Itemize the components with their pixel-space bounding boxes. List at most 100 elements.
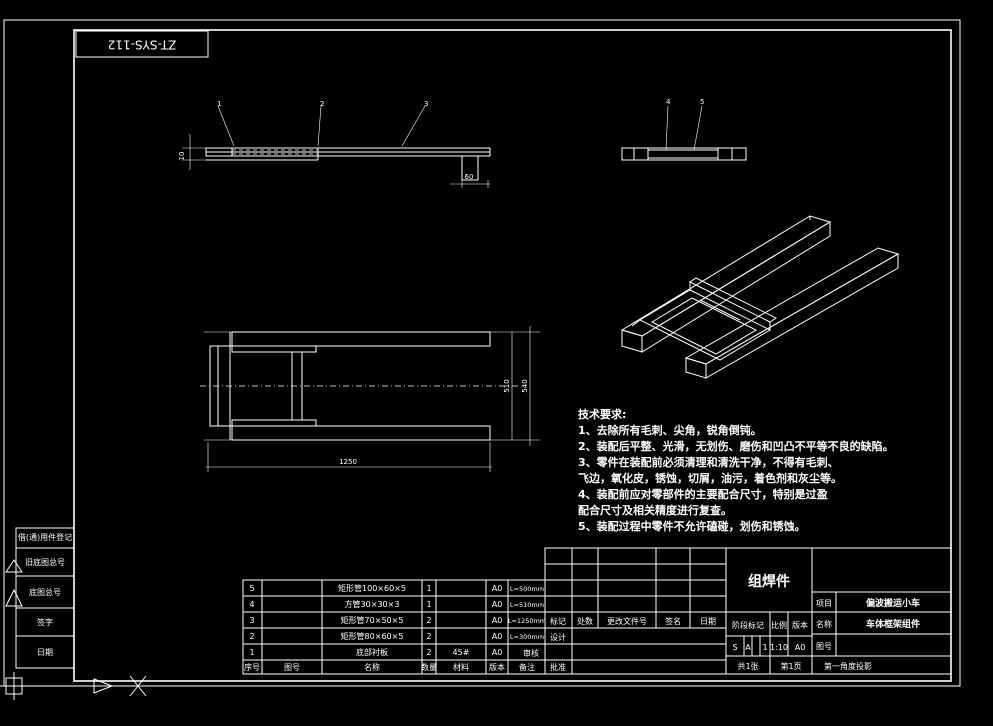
strip-label-5: 日期 bbox=[37, 648, 53, 657]
bom-material: 45# bbox=[453, 648, 470, 657]
bom-header-qty: 数量 bbox=[421, 662, 437, 672]
registration-marks bbox=[0, 672, 147, 700]
name-label: 名称 bbox=[816, 619, 832, 629]
bom-header-no: 序号 bbox=[244, 662, 260, 672]
bom-row-3: 3 矩形管70×50×5 2 A0 L=1250mm bbox=[249, 615, 546, 625]
bom-note: L=500mm bbox=[510, 585, 544, 593]
bom-header-note: 备注 bbox=[519, 662, 535, 672]
rev-header-sign: 签名 bbox=[665, 616, 681, 626]
bom-qty: 1 bbox=[426, 584, 431, 593]
drawing-code-box bbox=[75, 30, 209, 58]
bom-header-name: 名称 bbox=[364, 662, 380, 672]
bom-name: 矩形管70×50×5 bbox=[341, 615, 404, 625]
bom-header-version: 版本 bbox=[489, 662, 505, 672]
drawing-code: ZT-SYS-112 bbox=[108, 38, 177, 52]
tech-requirements: 技术要求: 1、去除所有毛刺、尖角，锐角倒钝。 2、装配后平整、光滑，无划伤、磨… bbox=[578, 407, 894, 533]
bom-note: L=510mm bbox=[510, 601, 544, 609]
bom-note: L=300mm bbox=[510, 633, 544, 641]
dim-width-inner: 510 bbox=[503, 379, 511, 392]
callout-4: 4 bbox=[666, 98, 671, 106]
tech-title: 技术要求: bbox=[578, 407, 626, 421]
label-approve: 批准 bbox=[550, 662, 566, 672]
bom-no: 3 bbox=[249, 616, 254, 625]
dim-width-outer: 540 bbox=[521, 379, 529, 392]
bom-scale: A0 bbox=[492, 632, 503, 641]
name-value: 车体框架组件 bbox=[866, 618, 920, 630]
bom-no: 2 bbox=[249, 632, 254, 641]
bom-row-2: 2 矩形管80×60×5 2 A0 L=300mm bbox=[249, 631, 544, 641]
bom-qty: 2 bbox=[426, 648, 431, 657]
drawing-no-label: 图号 bbox=[816, 642, 832, 651]
callout-3: 3 bbox=[424, 100, 428, 108]
bom-row-5: 5 矩形管100×60×5 1 A0 L=500mm bbox=[249, 583, 544, 593]
bom-scale: A0 bbox=[492, 616, 503, 625]
side-view: 4 5 bbox=[621, 98, 747, 161]
bom-name: 矩形管80×60×5 bbox=[341, 631, 404, 641]
title-block: 标记 处数 更改文件号 签名 日期 设计 审核 批准 组焊件 阶段标记 比例 版… bbox=[523, 547, 952, 675]
outer-frame bbox=[3, 19, 961, 687]
project-label: 项目 bbox=[816, 599, 832, 608]
stage-header-version: 版本 bbox=[792, 620, 808, 630]
stage-value-s: S bbox=[732, 643, 737, 652]
bom-row-4: 4 方管30×30×3 1 A0 L=510mm bbox=[249, 599, 544, 609]
rev-header-count: 处数 bbox=[577, 616, 593, 626]
rev-header-file: 更改文件号 bbox=[607, 616, 647, 626]
bom-no: 4 bbox=[249, 600, 254, 609]
stage-value-scale: 1:10 bbox=[770, 643, 788, 652]
projection-note: 第一角度投影 bbox=[824, 661, 872, 671]
bom-scale: A0 bbox=[492, 600, 503, 609]
bom-note: L=1250mm bbox=[508, 617, 546, 625]
dim-length: 1250 bbox=[339, 458, 357, 466]
isometric-view bbox=[620, 215, 900, 379]
bom-table: 5 矩形管100×60×5 1 A0 L=500mm 4 方管30×30×3 1… bbox=[242, 579, 546, 675]
project-value: 偏波搬运小车 bbox=[866, 597, 920, 609]
rev-header-mark: 标记 bbox=[550, 616, 566, 626]
stage-value-a: A bbox=[745, 643, 751, 652]
inner-frame bbox=[73, 29, 952, 682]
bom-qty: 2 bbox=[426, 632, 431, 641]
tech-line-1: 1、去除所有毛刺、尖角，锐角倒钝。 bbox=[578, 423, 762, 437]
callout-2: 2 bbox=[320, 100, 324, 108]
bom-name: 矩形管100×60×5 bbox=[338, 583, 406, 593]
sheet-total: 共1张 bbox=[737, 662, 758, 671]
stage-value-1: 1 bbox=[762, 643, 767, 652]
part-name: 组焊件 bbox=[748, 573, 790, 590]
front-view: 10 60 1 2 3 bbox=[178, 100, 491, 188]
stage-header-scale: 比例 bbox=[771, 620, 787, 630]
rev-header-date: 日期 bbox=[700, 617, 716, 626]
tech-line-5: 4、装配前应对零部件的主要配合尺寸，特别是过盈 bbox=[578, 487, 828, 501]
callout-5: 5 bbox=[700, 98, 704, 106]
tech-line-4: 飞边，氧化皮，锈蚀，切屑，油污，着色剂和灰尘等。 bbox=[578, 471, 842, 485]
bom-name: 底部衬板 bbox=[356, 647, 388, 657]
strip-label-1: 借(通)用件登记 bbox=[18, 532, 72, 542]
dim-leg: 60 bbox=[465, 173, 474, 181]
label-design: 设计 bbox=[550, 632, 566, 642]
left-record-strip: 借(通)用件登记 旧底图总号 底图总号 签字 日期 bbox=[5, 527, 75, 669]
strip-label-2: 旧底图总号 bbox=[25, 557, 65, 567]
stage-value-version: A0 bbox=[795, 643, 806, 652]
bom-qty: 1 bbox=[426, 600, 431, 609]
bom-no: 1 bbox=[249, 648, 254, 657]
tech-line-6: 配合尺寸及相关精度进行复查。 bbox=[578, 503, 732, 517]
bom-name: 方管30×30×3 bbox=[345, 599, 400, 609]
stage-header-mark: 阶段标记 bbox=[732, 620, 764, 630]
tech-line-2: 2、装配后平整、光滑，无划伤、磨伤和凹凸不平等不良的缺陷。 bbox=[578, 439, 894, 453]
callout-1: 1 bbox=[217, 100, 221, 108]
top-view: 510 540 1250 bbox=[200, 326, 540, 472]
sheet-number: 第1页 bbox=[780, 661, 801, 671]
bom-row-1: 1 底部衬板 2 45# A0 bbox=[249, 647, 502, 657]
tech-line-3: 3、零件在装配前必须清理和清洗干净，不得有毛刺、 bbox=[578, 455, 839, 469]
dim-height: 10 bbox=[178, 152, 186, 161]
bom-header: 序号 图号 名称 数量 材料 版本 备注 bbox=[244, 662, 535, 672]
bom-header-material: 材料 bbox=[453, 662, 469, 672]
bom-qty: 2 bbox=[426, 616, 431, 625]
label-review: 审核 bbox=[523, 648, 539, 658]
tech-line-7: 5、装配过程中零件不允许磕碰，划伤和锈蚀。 bbox=[578, 519, 806, 533]
bom-header-code: 图号 bbox=[284, 663, 300, 672]
strip-label-3: 底图总号 bbox=[29, 587, 61, 597]
bom-scale: A0 bbox=[492, 584, 503, 593]
strip-label-4: 签字 bbox=[37, 617, 53, 627]
bom-scale: A0 bbox=[492, 648, 503, 657]
